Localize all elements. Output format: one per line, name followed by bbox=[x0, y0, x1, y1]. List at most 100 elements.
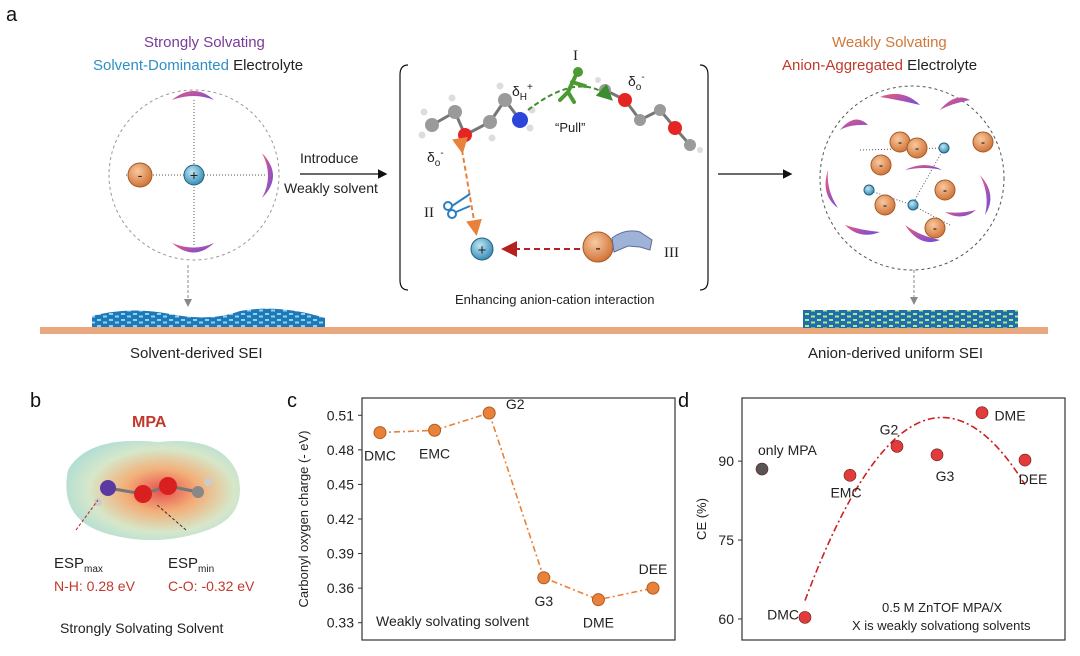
chart-d-point-label: DMC bbox=[767, 606, 799, 622]
strong-solvation-structure: - + bbox=[108, 89, 280, 307]
chart-c-frame bbox=[361, 397, 676, 641]
svg-text:-: - bbox=[898, 135, 902, 149]
panel-a-schematic: - + δH+ δo- bbox=[40, 64, 1048, 334]
esp-max-sub: max bbox=[84, 564, 103, 575]
weak-solvation-structure: - - - - - - - bbox=[819, 85, 1005, 305]
svg-text:δo-: δo- bbox=[628, 72, 645, 93]
chart-carbonyl-charge: 0.51 0.48 0.45 0.42 0.39 0.36 0.33 Carbonyl oxy… bbox=[296, 396, 676, 641]
esp-min-sub: min bbox=[198, 564, 215, 575]
chart-c-ytick-label: 0.39 bbox=[327, 546, 354, 562]
chart-c-point bbox=[428, 423, 442, 437]
chart-d-point-label: EMC bbox=[830, 484, 861, 500]
chart-d-point bbox=[843, 469, 857, 482]
right-title-line2: Anion-Aggregated Electrolyte bbox=[782, 57, 977, 74]
chart-d-point bbox=[1018, 453, 1032, 467]
panel-a-letter: a bbox=[6, 4, 18, 26]
molecule-mpa bbox=[418, 82, 536, 142]
anion-sei-layer bbox=[803, 310, 1018, 328]
label-III: III bbox=[664, 245, 679, 261]
chart-c-annotation: Weakly solvating solvent bbox=[376, 613, 529, 629]
arrow-text-weakly-solvent: Weakly solvent bbox=[284, 180, 378, 196]
chart-c-ytick-label: 0.42 bbox=[327, 511, 354, 527]
left-title-line1: Strongly Solvating bbox=[144, 34, 265, 51]
chart-c-point-label: EMC bbox=[419, 445, 450, 461]
chart-c-series-line bbox=[379, 411, 654, 601]
chart-c-point-label: DMC bbox=[364, 448, 396, 464]
svg-text:δo-: δo- bbox=[427, 148, 444, 169]
scissors-icon bbox=[443, 193, 471, 219]
right-title-rest: Electrolyte bbox=[902, 57, 978, 74]
chart-d-ytick-label: 60 bbox=[718, 611, 734, 627]
esp-max-label: ESPmax bbox=[54, 555, 103, 575]
left-title-highlight: Solvent-Dominanted bbox=[93, 57, 229, 74]
svg-text:+: + bbox=[190, 167, 198, 183]
chart-c-point-label: G2 bbox=[506, 396, 525, 412]
esp-map-image bbox=[66, 440, 240, 541]
substrate-bar bbox=[40, 327, 1048, 334]
chart-c-point bbox=[646, 581, 660, 595]
chart-d-point bbox=[930, 448, 944, 462]
chart-c-ytick-label: 0.51 bbox=[327, 407, 354, 423]
molecule-ether bbox=[595, 77, 703, 153]
svg-text:-: - bbox=[879, 158, 883, 172]
pushing-hand-icon bbox=[611, 230, 653, 253]
svg-text:+: + bbox=[478, 242, 487, 259]
anion-sign-left: - bbox=[138, 167, 143, 183]
sei-right-label: Anion-derived uniform SEI bbox=[808, 345, 984, 362]
svg-text:δH+: δH+ bbox=[512, 82, 533, 103]
chart-c-point bbox=[537, 571, 551, 585]
pull-text: “Pull” bbox=[555, 120, 586, 135]
pull-figure-icon bbox=[558, 67, 587, 104]
chart-c-point-label: DME bbox=[583, 615, 614, 631]
esp-max-value: N-H: 0.28 eV bbox=[54, 578, 135, 594]
chart-d-point-label: G2 bbox=[880, 421, 899, 437]
chart-c-ylabel: Carbonyl oxygen charge (- eV) bbox=[296, 430, 311, 607]
arrow-text-introduce: Introduce bbox=[300, 150, 359, 166]
center-caption: Enhancing anion-cation interaction bbox=[455, 292, 655, 307]
chart-c-ytick-label: 0.36 bbox=[327, 580, 354, 596]
chart-d-point-label: DME bbox=[994, 408, 1025, 424]
chart-d-point-label: only MPA bbox=[758, 442, 818, 458]
panel-d-letter: d bbox=[678, 390, 690, 412]
right-title-highlight: Anion-Aggregated bbox=[782, 57, 903, 74]
chart-d-point bbox=[890, 440, 904, 453]
label-II: II bbox=[424, 205, 434, 221]
chart-c-ytick-label: 0.33 bbox=[327, 615, 354, 631]
svg-text:-: - bbox=[915, 141, 919, 155]
chart-d-frame bbox=[741, 397, 1066, 641]
chart-d-annotation-2: X is weakly solvationg solvents bbox=[852, 618, 1031, 633]
esp-max-main: ESP bbox=[54, 555, 85, 572]
esp-min-label: ESPmin bbox=[168, 555, 214, 575]
chart-c-point bbox=[482, 406, 496, 420]
solvent-sei-layer bbox=[92, 308, 325, 328]
svg-text:-: - bbox=[933, 221, 937, 235]
chart-d-point bbox=[755, 462, 769, 476]
chart-d-ytick-label: 90 bbox=[718, 453, 734, 469]
panel-b-letter: b bbox=[30, 390, 42, 412]
chart-c-point bbox=[373, 426, 387, 440]
chart-d-fit-curve bbox=[804, 416, 1026, 601]
chart-c-ytick-label: 0.48 bbox=[327, 442, 354, 458]
chart-d-point-label: DEE bbox=[1019, 471, 1048, 487]
mpa-title: MPA bbox=[132, 414, 167, 431]
chart-d-ylabel: CE (%) bbox=[694, 498, 709, 540]
svg-text:-: - bbox=[883, 198, 887, 212]
chart-d-ytick-label: 75 bbox=[718, 532, 734, 548]
right-title-line1: Weakly Solvating bbox=[832, 34, 947, 51]
label-I: I bbox=[573, 48, 578, 64]
left-title-rest: Electrolyte bbox=[228, 57, 304, 74]
left-title-line2: Solvent-Dominanted Electrolyte bbox=[93, 57, 303, 74]
panel-b-caption: Strongly Solvating Solvent bbox=[60, 620, 224, 636]
chart-d-annotation-1: 0.5 M ZnTOF MPA/X bbox=[882, 600, 1002, 615]
sei-left-label: Solvent-derived SEI bbox=[130, 345, 263, 362]
chart-c-point-label: DEE bbox=[639, 561, 668, 577]
esp-min-main: ESP bbox=[168, 555, 199, 572]
svg-text:-: - bbox=[981, 135, 985, 149]
chart-d-point-label: G3 bbox=[936, 468, 955, 484]
chart-c-ytick-label: 0.45 bbox=[327, 476, 354, 492]
panel-c-letter: c bbox=[287, 390, 297, 412]
svg-text:-: - bbox=[595, 240, 600, 257]
svg-text:-: - bbox=[943, 183, 947, 197]
esp-min-value: C-O: -0.32 eV bbox=[168, 578, 255, 594]
